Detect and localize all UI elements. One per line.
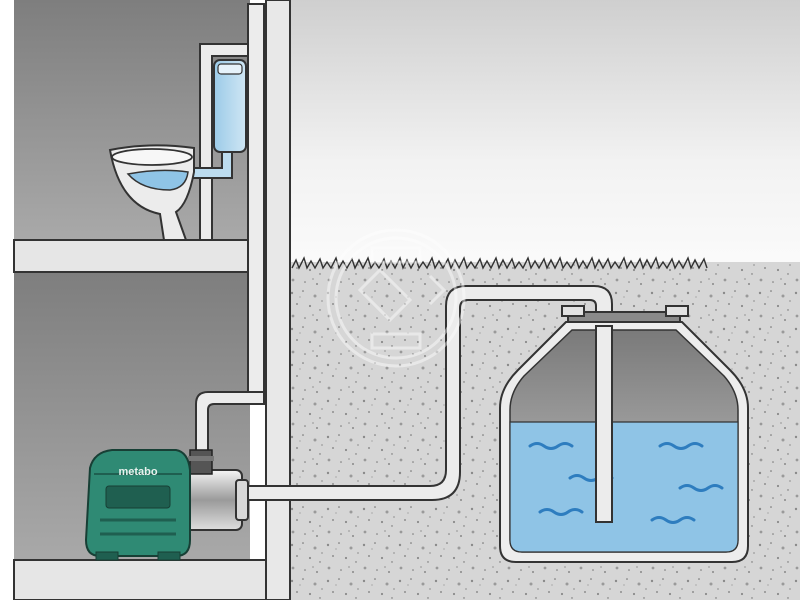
tank-suction-pipe <box>595 325 613 523</box>
grass-line <box>291 256 708 270</box>
pump-brand-label: metabo <box>118 466 157 478</box>
cistern-cap <box>217 63 243 75</box>
toilet-icon <box>108 144 195 241</box>
cistern-supply-pipe <box>199 43 249 241</box>
basement-floor <box>13 559 291 600</box>
exterior-wall <box>265 0 291 600</box>
riser-pipe <box>247 3 265 401</box>
circular-gear-watermark-icon <box>326 228 466 368</box>
pump-icon: metabo <box>84 449 249 561</box>
outdoor-sky <box>290 0 800 270</box>
floor-slab <box>13 239 255 273</box>
tank-icon <box>499 305 749 563</box>
